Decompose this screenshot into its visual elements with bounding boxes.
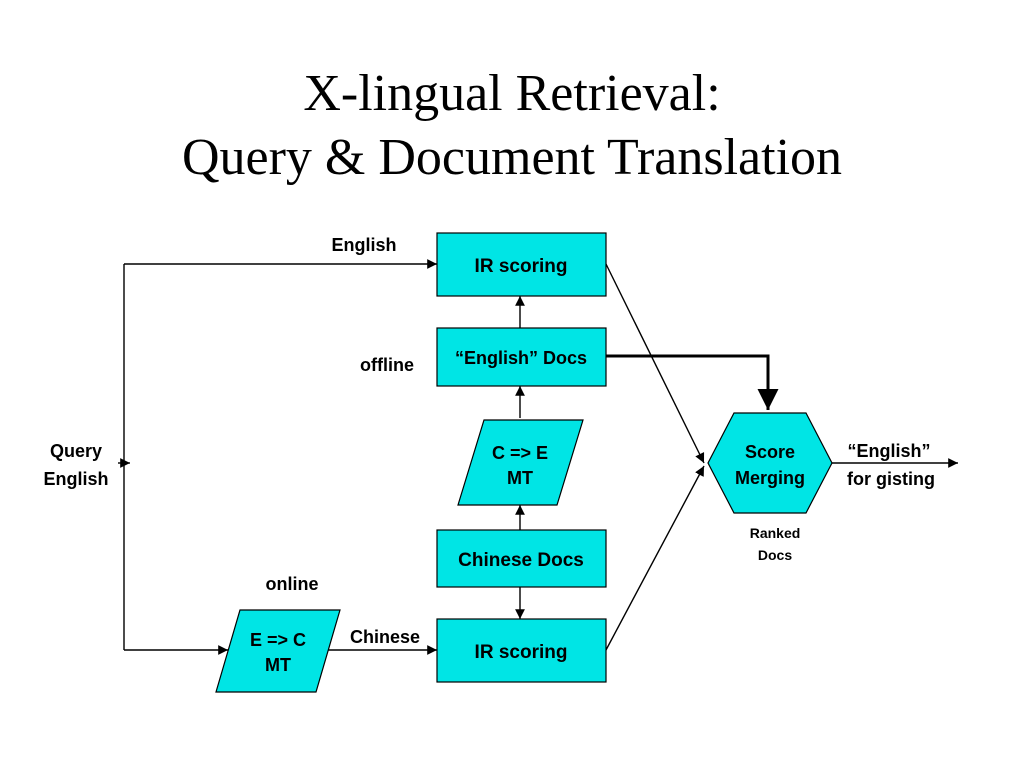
online-label: online <box>266 574 319 594</box>
node-chinese-docs: Chinese Docs <box>436 529 607 588</box>
node-english-docs-label: “English” Docs <box>455 348 587 368</box>
query-label-line1: Query <box>50 441 102 461</box>
english-path-label: English <box>331 235 396 255</box>
slide-title-line1: X-lingual Retrieval: <box>303 65 721 122</box>
node-e-to-c-mt-line2: MT <box>265 655 291 675</box>
node-e-to-c-mt-line1: E => C <box>250 630 306 650</box>
output-label-line2: for gisting <box>847 469 935 489</box>
chinese-path-label: Chinese <box>350 627 420 647</box>
node-e-to-c-mt: E => C MT <box>215 609 341 693</box>
query-label-line2: English <box>43 469 108 489</box>
node-ir-scoring-english-label: IR scoring <box>475 256 568 277</box>
node-score-merging-line1: Score <box>745 442 795 462</box>
node-ir-scoring-chinese: IR scoring <box>436 618 607 683</box>
ir-english-to-merge-arrow <box>605 263 705 464</box>
slide-title-line2: Query & Document Translation <box>181 129 843 186</box>
node-chinese-docs-label: Chinese Docs <box>458 550 584 571</box>
ir-chinese-to-merge-arrow <box>605 465 705 651</box>
node-c-to-e-mt: C => E MT <box>457 419 584 506</box>
node-score-merging: Score Merging <box>707 412 833 514</box>
node-c-to-e-mt-line1: C => E <box>492 443 548 463</box>
node-english-docs: “English” Docs <box>436 327 607 387</box>
output-label-line1: “English” <box>847 441 930 461</box>
node-c-to-e-mt-line2: MT <box>507 468 533 488</box>
slide-title: X-lingual Retrieval: Query & Document Tr… <box>0 62 1024 190</box>
offline-label: offline <box>360 355 414 375</box>
node-ir-scoring-chinese-label: IR scoring <box>475 642 568 663</box>
node-ir-scoring-english: IR scoring <box>436 232 607 297</box>
connectors <box>118 259 958 655</box>
english-docs-to-merge-arrow <box>606 354 779 410</box>
ranked-docs-line1: Ranked <box>750 525 801 541</box>
ranked-docs-line2: Docs <box>758 547 792 563</box>
node-score-merging-line2: Merging <box>735 468 805 488</box>
